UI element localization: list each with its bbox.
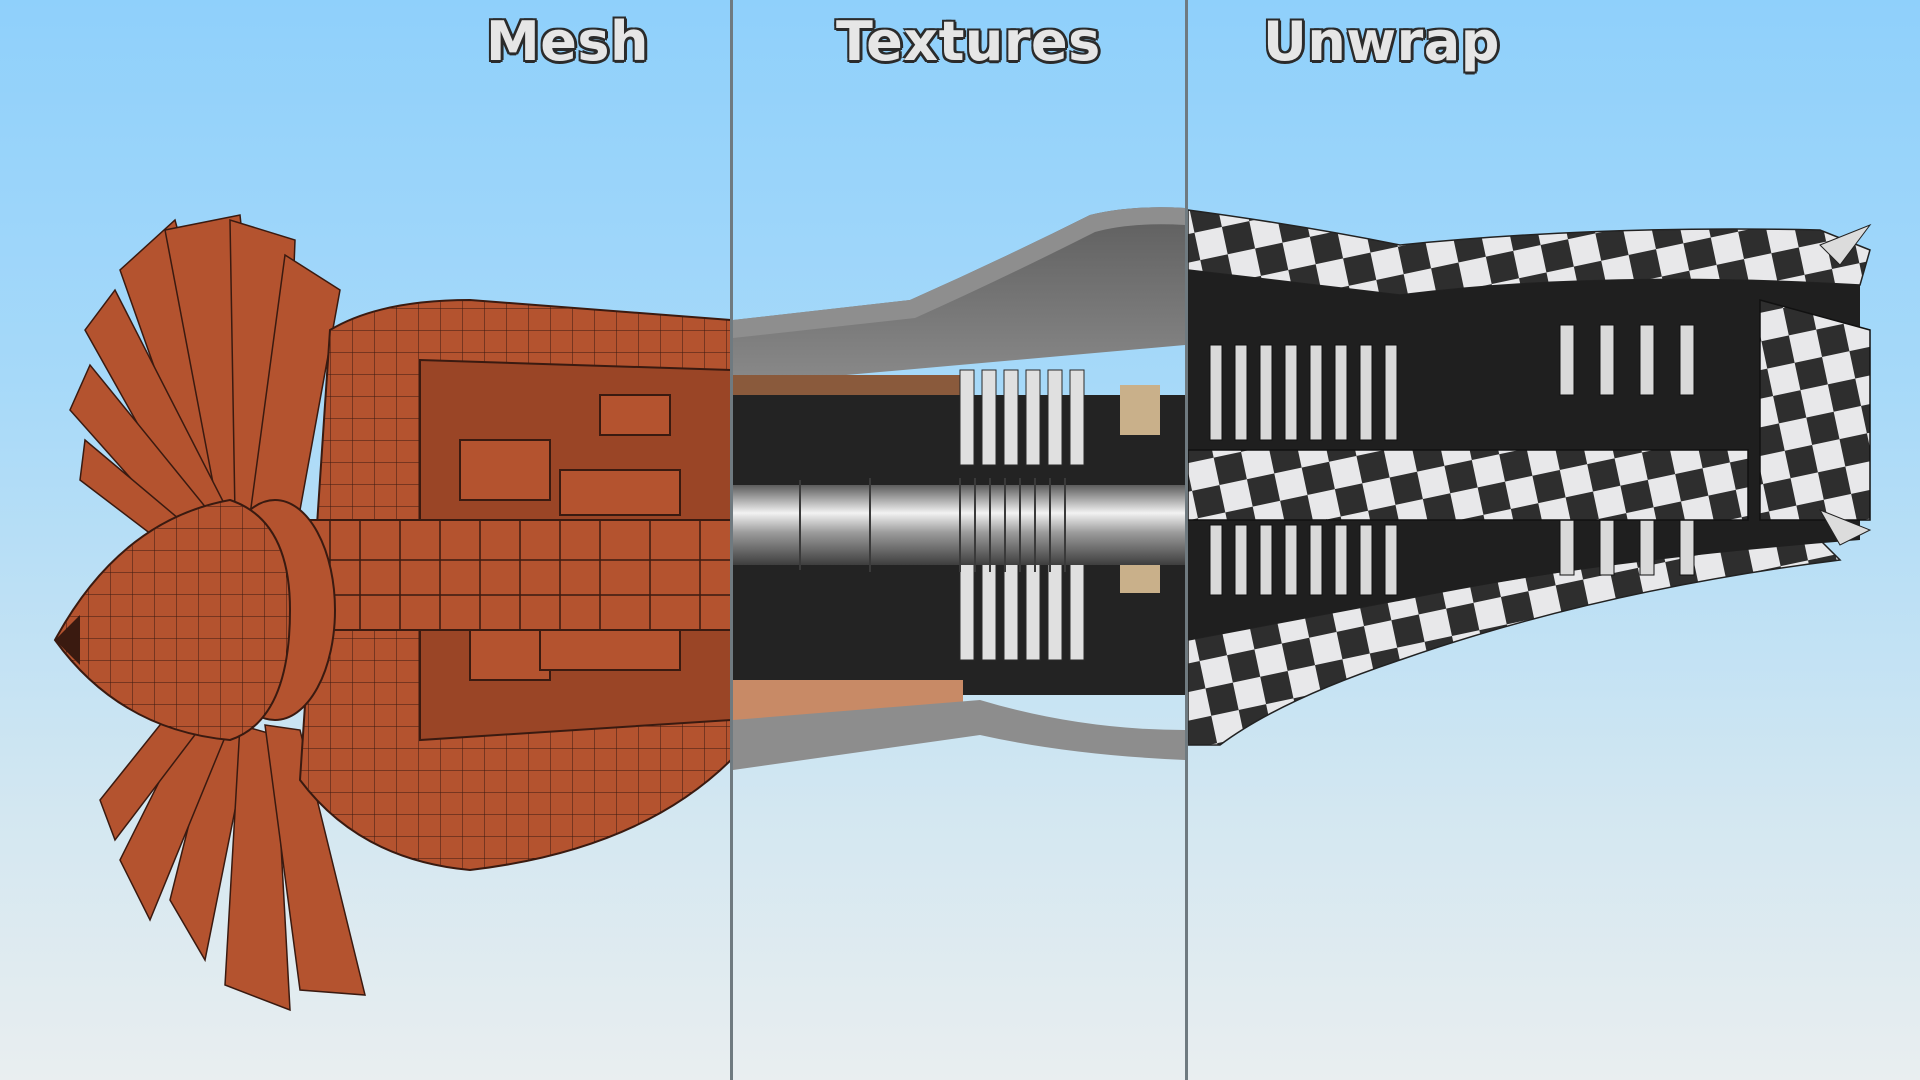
mesh-label: Mesh [486, 10, 649, 73]
spinner-cone [53, 498, 292, 742]
unwrap-section [1188, 209, 1872, 746]
fan-blades-lower [99, 699, 366, 1012]
unwrap-label: Unwrap [1263, 10, 1500, 73]
textures-section [733, 207, 1185, 770]
textures-label: Textures [836, 10, 1101, 73]
mesh-section [53, 214, 731, 1012]
section-divider [1185, 0, 1188, 1080]
section-divider [730, 0, 733, 1080]
